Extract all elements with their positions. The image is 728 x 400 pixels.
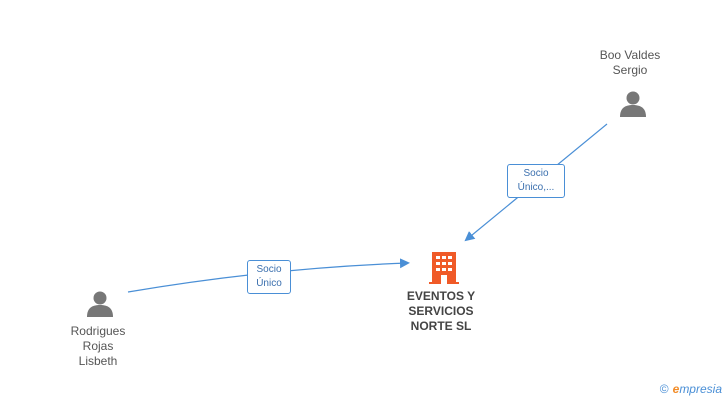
building-icon[interactable] [429, 250, 459, 284]
person-icon[interactable] [86, 290, 114, 318]
person-label-rodrigues-rojas-lisbeth[interactable]: Rodrigues Rojas Lisbeth [70, 324, 126, 368]
empresia-logo-initial: e [672, 382, 680, 396]
person-icon[interactable] [619, 90, 647, 118]
company-label[interactable]: EVENTOS Y SERVICIOS NORTE SL [406, 289, 476, 333]
empresia-watermark: ©empresia [660, 382, 722, 396]
copyright-icon: © [659, 382, 669, 396]
edge-label-socio-unico-top[interactable]: Socio Único,... [507, 164, 565, 198]
person-label-boo-valdes-sergio[interactable]: Boo Valdes Sergio [599, 48, 661, 77]
edge-label-socio-unico-left[interactable]: Socio Único [247, 260, 291, 294]
empresia-logo-text: mpresia [679, 382, 722, 396]
